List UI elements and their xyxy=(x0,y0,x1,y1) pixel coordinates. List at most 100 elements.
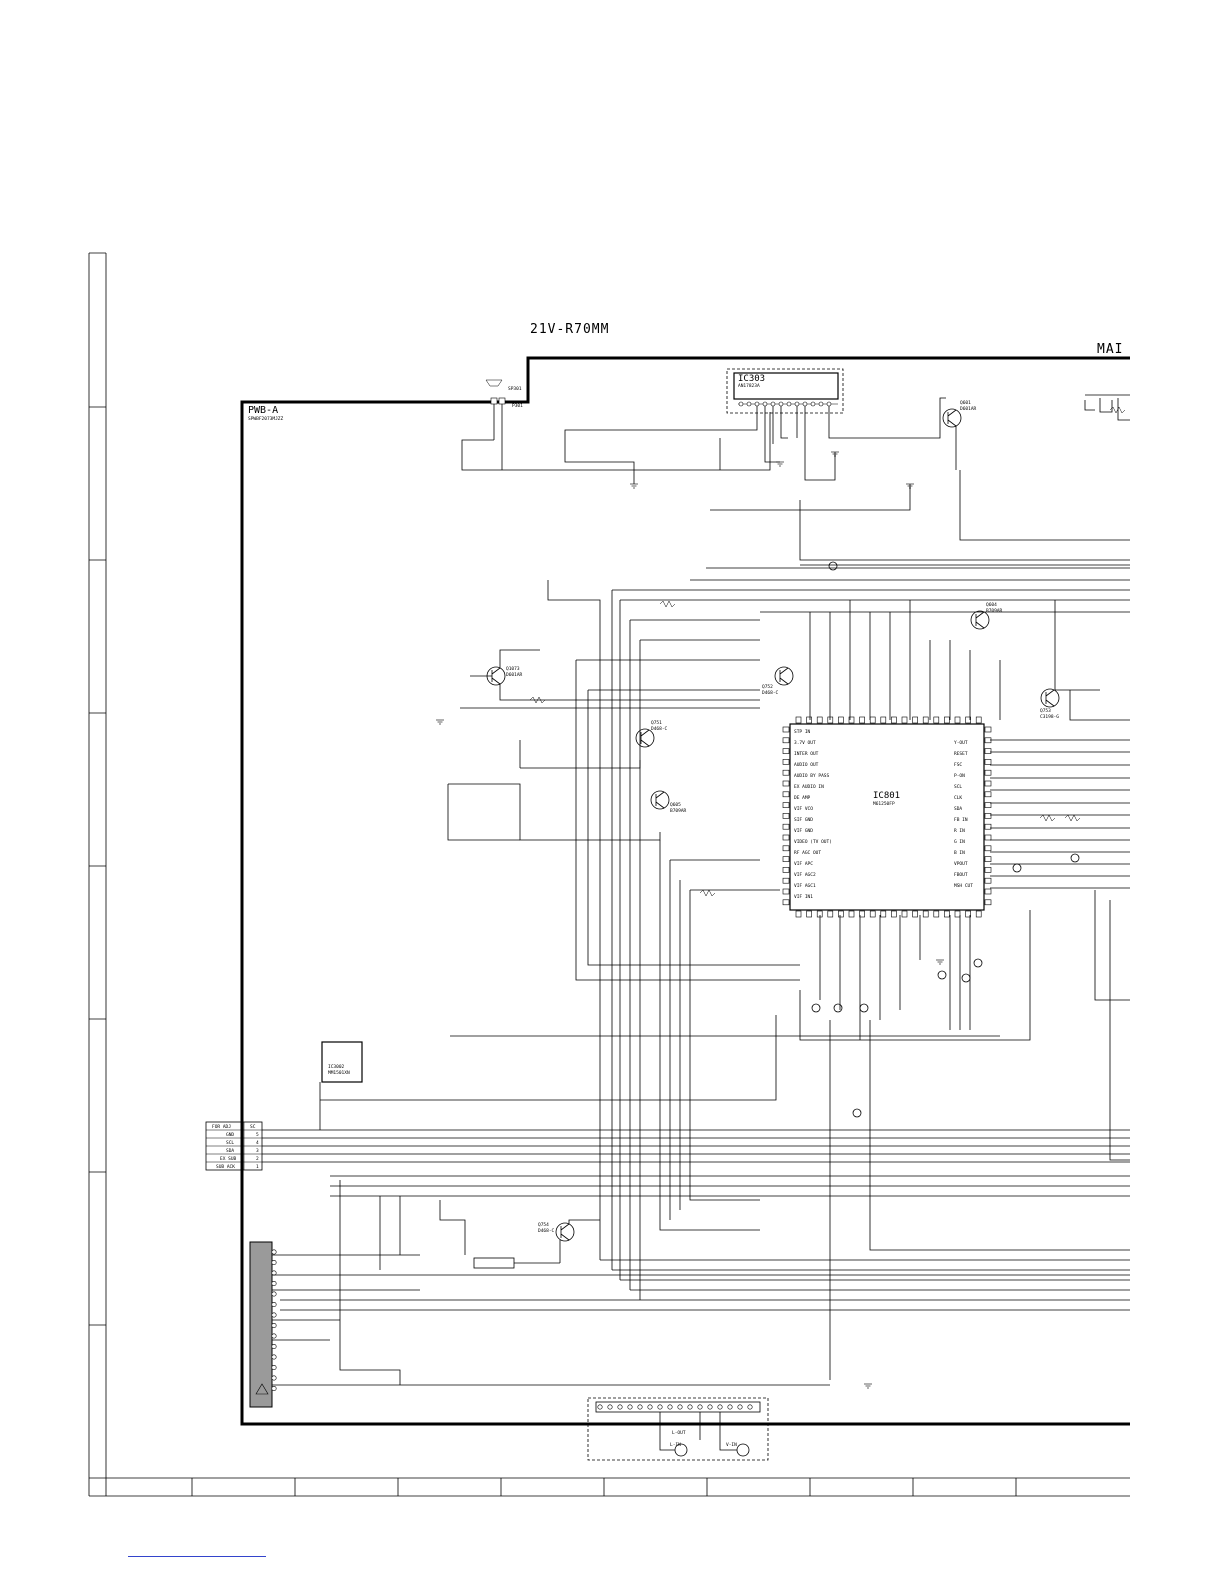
tuner-pin xyxy=(271,1375,277,1381)
svg-text:CLK: CLK xyxy=(954,795,962,801)
svg-text:FB IN: FB IN xyxy=(954,817,968,823)
svg-text:Y-OUT: Y-OUT xyxy=(954,740,968,746)
ic-pin xyxy=(975,910,982,918)
ic801-top-wires xyxy=(809,600,1100,720)
l-in-label: L-IN xyxy=(670,1442,681,1448)
svg-text:FSC: FSC xyxy=(954,762,962,768)
p301-ref: P301 xyxy=(512,403,523,409)
ic-pin xyxy=(848,910,855,918)
j402-pin xyxy=(607,1404,613,1410)
for-adj-pin-4: 1 xyxy=(256,1164,259,1170)
q1073-part: D601AR xyxy=(506,672,523,678)
ic-pin xyxy=(984,769,992,776)
svg-text:VIF IN1: VIF IN1 xyxy=(794,894,813,900)
ic-pin xyxy=(782,845,790,852)
ic-pin xyxy=(984,802,992,808)
resistors xyxy=(529,406,1126,897)
for-adj-pin-3: 2 xyxy=(256,1156,259,1162)
svg-text:DE AMP: DE AMP xyxy=(794,795,811,801)
j402-pin xyxy=(597,1404,603,1410)
ic-pin xyxy=(984,877,992,884)
svg-text:FBOUT: FBOUT xyxy=(954,872,968,878)
for-adj-col: SC xyxy=(250,1124,256,1130)
ic3002-part: MM1501XN xyxy=(328,1070,350,1076)
tuner-pin xyxy=(271,1354,277,1360)
q605-ref: Q605 xyxy=(670,802,681,808)
q601-ref: Q601 xyxy=(960,400,971,406)
svg-text:STP IN: STP IN xyxy=(794,729,811,735)
ic303-wires xyxy=(564,397,1130,561)
ic-pin xyxy=(782,899,790,906)
ic-pin xyxy=(782,856,790,862)
tuner-pin xyxy=(271,1344,277,1350)
ic-pin xyxy=(984,834,992,841)
ic-pin xyxy=(891,910,897,918)
ic-pin xyxy=(859,716,865,724)
ic801-right-wires xyxy=(990,690,1130,1161)
ic-pin xyxy=(880,910,887,918)
ic-pin xyxy=(782,813,790,819)
ic-pin xyxy=(838,716,844,724)
ic-pin xyxy=(984,867,992,873)
svg-text:SCL: SCL xyxy=(954,784,962,790)
j402-pin xyxy=(687,1404,693,1410)
q753-ref: Q753 xyxy=(1040,708,1051,714)
lower-bus xyxy=(262,1082,1130,1311)
ic-pin xyxy=(954,716,961,724)
ic-pin xyxy=(782,834,790,841)
ic-pin xyxy=(782,877,790,884)
ic801-ref: IC801 xyxy=(873,791,900,801)
key-switches xyxy=(1084,394,1130,421)
ic-pin xyxy=(869,910,876,918)
left-mid-wires xyxy=(447,707,780,1231)
svg-text:RF AGC OUT: RF AGC OUT xyxy=(794,850,821,856)
ic-pin xyxy=(984,791,992,798)
j402-connector xyxy=(587,1397,769,1461)
ic-pin xyxy=(984,813,992,819)
pwb-part-no: SPWBF2073MJZZ xyxy=(248,416,284,422)
ic-pin xyxy=(984,759,992,765)
q604-ref: Q604 xyxy=(986,602,997,608)
q752-ref: Q752 xyxy=(762,684,773,690)
svg-text:EX AUDIO IN: EX AUDIO IN xyxy=(794,784,824,790)
svg-text:SDA: SDA xyxy=(954,806,962,812)
tuner-pin xyxy=(271,1291,277,1297)
for-adj-connector xyxy=(205,1121,263,1171)
svg-text:VPOUT: VPOUT xyxy=(954,861,968,867)
j402-pin xyxy=(727,1404,733,1410)
for-adj-row-3: EX SUB xyxy=(220,1156,237,1162)
j402-pin xyxy=(647,1404,653,1410)
ic-pin xyxy=(816,716,823,724)
ic-pin xyxy=(922,910,929,918)
ic3002-block xyxy=(321,1041,363,1083)
ic-pin xyxy=(933,910,940,918)
j402-pin xyxy=(657,1404,663,1410)
footer-link-underline[interactable] xyxy=(128,1556,266,1558)
tuner-pin xyxy=(271,1249,277,1255)
ic-pin xyxy=(869,716,876,724)
ic801-part: M61250FP xyxy=(873,801,895,807)
ic-pin xyxy=(795,910,802,918)
svg-text:AUDIO BY PASS: AUDIO BY PASS xyxy=(794,773,830,779)
q754-ref: Q754 xyxy=(538,1222,549,1228)
v-in-label: V-IN xyxy=(726,1442,737,1448)
tuner-pin xyxy=(271,1281,277,1287)
tuner-pin xyxy=(271,1260,277,1266)
for-adj-pin-1: 4 xyxy=(256,1140,259,1146)
tuner-pin xyxy=(271,1333,277,1339)
q1073-transistor xyxy=(470,649,760,701)
ic-pin xyxy=(984,856,992,862)
model-title: 21V-R70MM xyxy=(530,322,609,337)
svg-text:VIF AGC2: VIF AGC2 xyxy=(794,872,816,878)
ic-pin xyxy=(859,910,865,918)
svg-text:VIF AGC1: VIF AGC1 xyxy=(794,883,816,889)
tuner-pin xyxy=(271,1323,277,1329)
q601-part: D601AR xyxy=(960,406,977,412)
ic-pin xyxy=(933,716,940,724)
j402-pin xyxy=(617,1404,623,1410)
svg-text:P-ON: P-ON xyxy=(954,773,965,779)
tuner-pin xyxy=(271,1270,277,1276)
sheet-frame xyxy=(88,252,1130,1497)
q754-part: D468-C xyxy=(538,1228,555,1234)
